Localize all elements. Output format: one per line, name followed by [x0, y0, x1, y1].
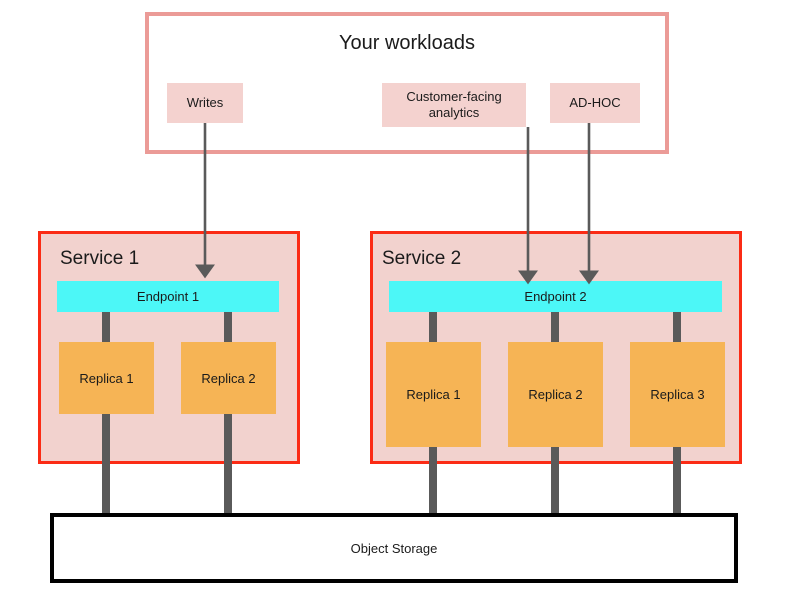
- workloads-title: Your workloads: [338, 32, 475, 54]
- connector-s1-endpoint-replica-2: [224, 312, 232, 342]
- workload-chip-adhoc[interactable]: AD-HOC: [550, 83, 640, 123]
- connector-s2-replica-3-storage: [673, 447, 681, 515]
- service-2-replica-1[interactable]: Replica 1: [386, 342, 481, 447]
- connector-s2-endpoint-replica-3: [673, 312, 681, 342]
- service-1-label: Service 1: [60, 248, 140, 269]
- workload-chip-analytics[interactable]: Customer-facing analytics: [382, 83, 526, 127]
- service-1-replica-1[interactable]: Replica 1: [59, 342, 154, 414]
- service-1-replica-2[interactable]: Replica 2: [181, 342, 276, 414]
- connector-s1-endpoint-replica-1: [102, 312, 110, 342]
- service-2-replica-3[interactable]: Replica 3: [630, 342, 725, 447]
- connector-s2-endpoint-replica-1: [429, 312, 437, 342]
- service-1-endpoint[interactable]: Endpoint 1: [57, 281, 279, 312]
- connector-s2-replica-2-storage: [551, 447, 559, 515]
- connector-s2-replica-1-storage: [429, 447, 437, 515]
- connector-s2-endpoint-replica-2: [551, 312, 559, 342]
- service-2-endpoint[interactable]: Endpoint 2: [389, 281, 722, 312]
- workload-chip-writes[interactable]: Writes: [167, 83, 243, 123]
- object-storage-box[interactable]: Object Storage: [50, 513, 738, 583]
- service-2-label: Service 2: [382, 248, 462, 269]
- service-2-replica-2[interactable]: Replica 2: [508, 342, 603, 447]
- connector-s1-replica-1-storage: [102, 414, 110, 515]
- connector-s1-replica-2-storage: [224, 414, 232, 515]
